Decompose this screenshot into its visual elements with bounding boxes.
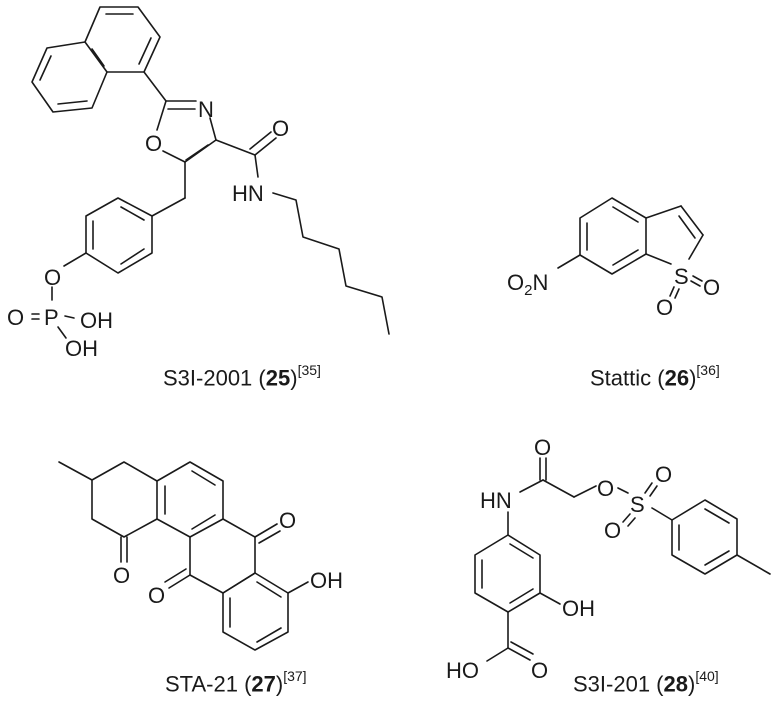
atom-o-1: O xyxy=(113,563,130,588)
atom-oh-2: OH xyxy=(65,336,98,361)
atom-p: P xyxy=(44,305,59,330)
atom-hn: HN xyxy=(480,488,512,513)
compound-name: S3I-2001 xyxy=(163,365,253,391)
atom-o-s2: O xyxy=(604,518,621,543)
compound-number: 27 xyxy=(251,671,276,697)
atom-hn: HN xyxy=(232,181,264,206)
atom-s: S xyxy=(674,264,689,289)
atom-o-amide: O xyxy=(534,435,551,460)
compound-name: Stattic xyxy=(590,365,652,391)
structure-sta-21: O O O OH xyxy=(58,461,343,651)
atom-o2n: O2N xyxy=(507,270,548,299)
atom-o-acid: O xyxy=(531,658,548,683)
atom-oh: OH xyxy=(562,596,595,621)
atom-o-2: O xyxy=(279,508,296,533)
atom-oh-1: OH xyxy=(80,308,113,333)
caption-s3i-2001: S3I-2001 (25)[35] xyxy=(163,362,321,391)
structure-s3i-2001: N O O HN O P O OH OH xyxy=(7,6,390,361)
compound-number: 28 xyxy=(663,671,688,697)
caption-s3i-201: S3I-201 (28)[40] xyxy=(573,668,719,697)
reference: [35] xyxy=(297,362,321,378)
atom-o-1: O xyxy=(703,275,720,300)
atom-o-carbonyl: O xyxy=(272,116,289,141)
atom-o-ring: O xyxy=(145,131,162,156)
atom-o-s1: O xyxy=(655,462,672,487)
reference: [40] xyxy=(695,668,719,684)
atom-ho: HO xyxy=(446,658,479,683)
atom-o-ester: O xyxy=(44,265,61,290)
compound-name: STA-21 xyxy=(165,671,238,697)
caption-sta-21: STA-21 (27)[37] xyxy=(165,668,307,697)
atom-o-double: O xyxy=(7,305,24,330)
compound-number: 25 xyxy=(265,365,291,391)
atom-oh: OH xyxy=(310,568,343,593)
atom-o-2: O xyxy=(656,295,673,320)
atom-o-ester: O xyxy=(597,476,614,501)
compound-name: S3I-201 xyxy=(573,671,651,697)
caption-stattic: Stattic (26)[36] xyxy=(590,362,720,391)
reference: [36] xyxy=(696,362,720,378)
structure-stattic: S O O O2N xyxy=(507,197,720,320)
structure-s3i-201: O HN O S O O OH HO O xyxy=(446,435,771,683)
atom-o-3: O xyxy=(148,583,165,608)
reference: [37] xyxy=(283,668,307,684)
compound-number: 26 xyxy=(664,365,690,391)
atom-n: N xyxy=(198,97,214,122)
atom-s: S xyxy=(630,492,645,517)
